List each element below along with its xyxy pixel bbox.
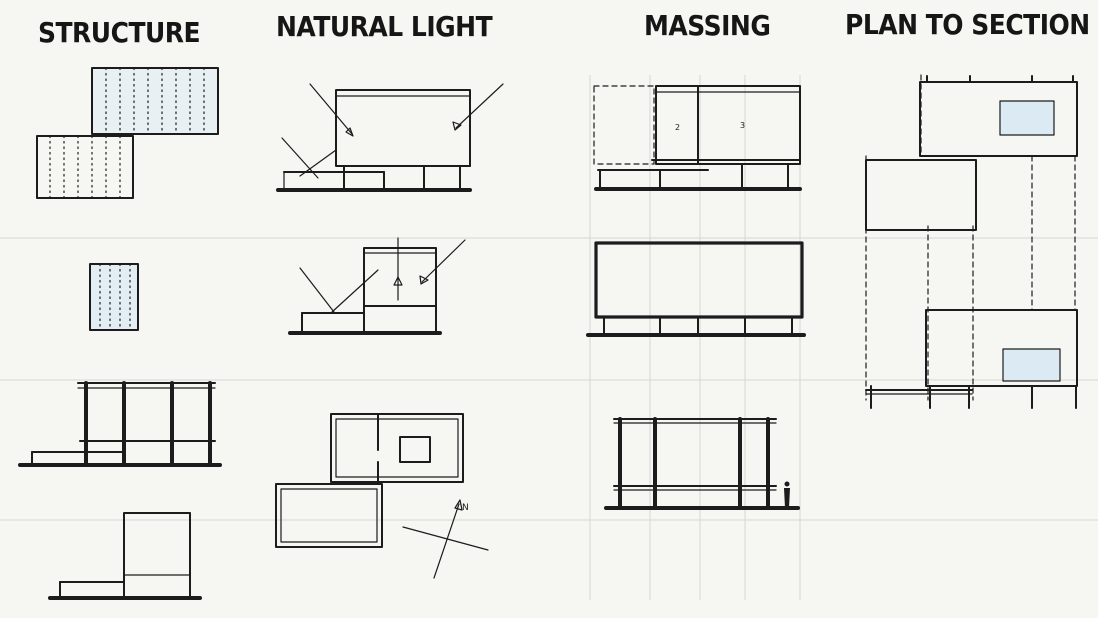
room-label-3: 3 [740, 121, 745, 130]
structure-frame-elevation [18, 381, 222, 467]
heading-structure: STRUCTURE [38, 16, 201, 49]
heading-massing: MASSING [644, 9, 771, 42]
heading-natural-light: NATURAL LIGHT [276, 10, 493, 43]
light-section [288, 237, 466, 335]
scale-figure [784, 481, 790, 508]
light-rays-upper [281, 83, 504, 179]
massing-frame-with-figure [604, 417, 800, 510]
heading-plan-to-section: PLAN TO SECTION [845, 8, 1090, 41]
structure-plan-single [89, 263, 139, 331]
massing-elevation-block [586, 241, 806, 337]
plan-to-section-diagram [865, 74, 1078, 409]
grid-guides [0, 75, 1098, 600]
structure-section [48, 512, 202, 600]
north-arrow: N [402, 499, 489, 579]
light-plan [275, 413, 464, 548]
massing-elevation-upper: 2 3 [593, 85, 802, 191]
structure-plan-offset [36, 67, 219, 199]
room-label-2: 2 [675, 123, 680, 132]
north-label: N [462, 503, 469, 513]
light-elevation-upper [276, 89, 472, 192]
